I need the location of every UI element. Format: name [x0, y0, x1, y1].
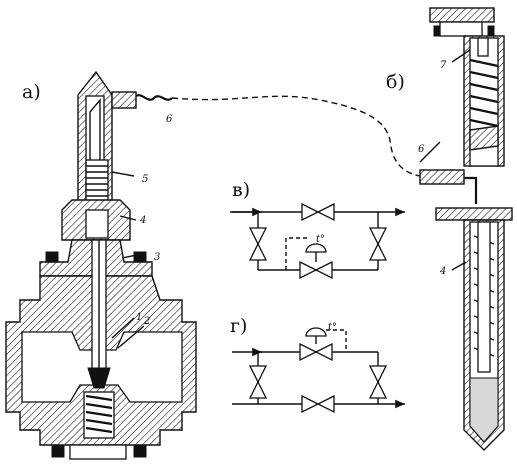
adjuster-head	[429, 7, 495, 23]
part-label-4: 4	[139, 215, 146, 226]
capillary-fitting	[111, 91, 137, 109]
capillary-fitting-b	[419, 169, 465, 185]
part-label-2: 2	[143, 316, 150, 327]
panel-label-a: а)	[22, 81, 41, 103]
part-label-6b: 6	[418, 144, 425, 155]
scheme-v	[230, 202, 405, 280]
panel-label-v: в)	[232, 179, 250, 201]
panel-label-g: г)	[230, 315, 247, 337]
temperature-label-v: t°	[316, 234, 325, 245]
bypass-valve-g	[301, 394, 335, 414]
thermostat-drawing	[419, 7, 513, 451]
regulator-valve-v	[285, 237, 333, 280]
right-valve-g	[368, 365, 388, 399]
mounting-flange	[435, 207, 513, 221]
bypass-valve-v	[301, 202, 335, 222]
temperature-label-g: t°	[328, 322, 337, 333]
return-spring	[83, 391, 115, 439]
right-valve-v	[368, 227, 388, 261]
part-label-6: 6	[166, 114, 173, 125]
scheme-g	[232, 327, 405, 414]
part-label-1: 1	[136, 312, 142, 323]
part-label-3: 3	[154, 252, 160, 263]
part-label-4b: 4	[439, 266, 446, 277]
part-label-7: 7	[440, 60, 447, 71]
panel-label-b: б)	[386, 71, 405, 93]
capillary-line	[171, 95, 421, 177]
regulator-valve-g	[299, 327, 347, 362]
left-valve-v	[248, 227, 268, 261]
setting-spring	[469, 58, 499, 128]
left-valve-g	[248, 365, 268, 399]
valve-plug-2	[87, 367, 111, 389]
capillary-coil	[135, 94, 173, 101]
valve-section-drawing	[5, 70, 197, 460]
part-label-5: 5	[142, 174, 148, 185]
